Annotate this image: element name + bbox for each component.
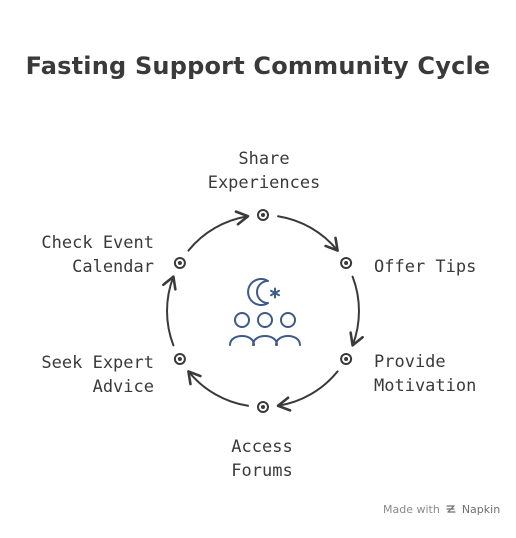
node-label-check-event-calendar: Check Event Calendar <box>41 233 154 277</box>
cycle-node-calendar <box>173 257 186 269</box>
cycle-node-motivation <box>340 353 353 365</box>
node-label-seek-expert-advice: Seek Expert Advice <box>41 353 154 397</box>
cycle-arrow-calendar <box>187 210 250 252</box>
cycle-node-advice <box>173 353 186 365</box>
crescent-star-community-icon <box>229 278 301 346</box>
napkin-watermark: Made with Napkin <box>383 503 501 516</box>
cycle-arrow-forums <box>187 370 249 407</box>
node-label-share-experiences: Share Experiences <box>207 149 321 193</box>
cycle-node-forums <box>257 401 269 413</box>
node-label-access-forums: Access Forums <box>231 437 293 481</box>
node-label-provide-motivation: Provide Motivation <box>374 352 477 396</box>
cycle-node-share <box>257 209 269 221</box>
cycle-nodes <box>173 209 353 413</box>
cycle-arrow-motivation <box>276 370 339 412</box>
cycle-arrows <box>162 210 364 412</box>
cycle-arrow-advice <box>162 275 177 347</box>
cycle-arrow-share <box>277 215 339 252</box>
cycle-node-tips <box>340 257 353 269</box>
napkin-logo-icon <box>446 505 456 513</box>
node-label-offer-tips: Offer Tips <box>374 257 477 277</box>
diagram-title: Fasting Support Community Cycle <box>25 52 491 80</box>
cycle-arrow-tips <box>349 275 364 347</box>
